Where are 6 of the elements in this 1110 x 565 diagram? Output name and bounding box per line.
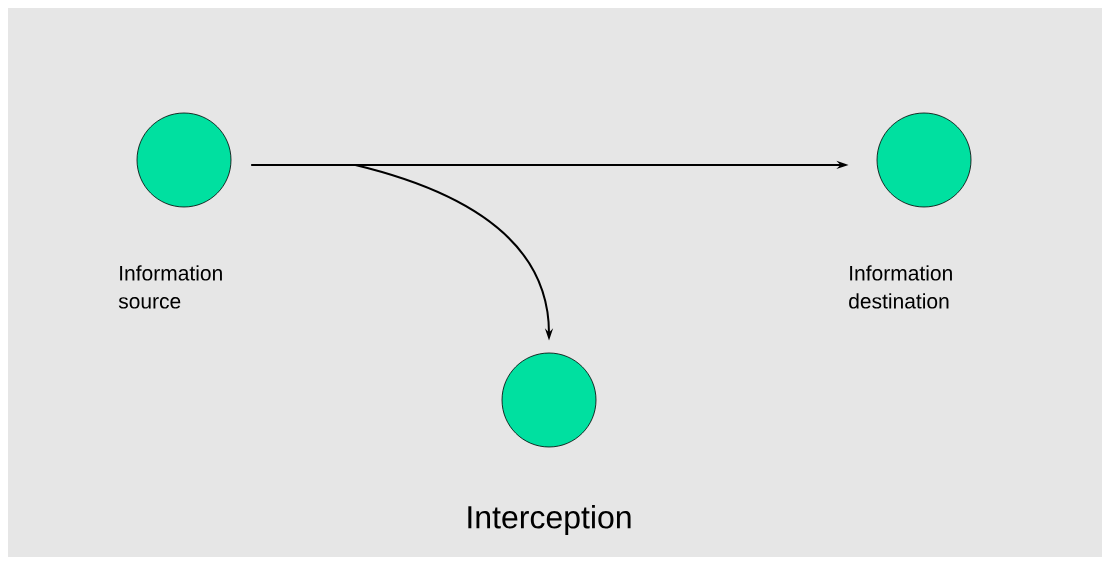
caption: Interception [468,505,631,535]
node-label: Information source [118,265,222,309]
node-label: Information destination [849,265,952,309]
circle-node [136,112,232,208]
circle-node [501,352,597,448]
circle-node [876,112,972,208]
